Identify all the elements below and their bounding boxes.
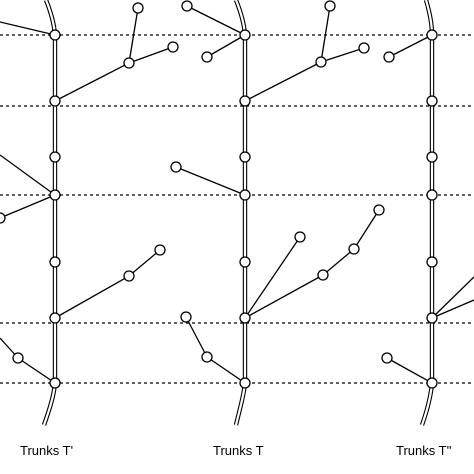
trunk-node — [49, 377, 61, 389]
trunk-node — [49, 29, 61, 41]
trunk-node — [426, 29, 438, 41]
branch-node — [348, 243, 360, 255]
branch-node — [373, 204, 385, 216]
branch-node — [170, 161, 182, 173]
branch-node — [123, 270, 135, 282]
trunk-t-double-prime — [419, 0, 435, 426]
trunk-node — [426, 256, 438, 268]
trunk-node — [426, 377, 438, 389]
branch-node — [317, 269, 329, 281]
trunk-node — [239, 29, 251, 41]
branch-node — [294, 231, 306, 243]
trunk-t — [233, 0, 248, 426]
trunk-label-t: Trunks T — [213, 443, 264, 458]
branch-node — [324, 0, 336, 12]
trunk-node — [239, 95, 251, 107]
branch-node — [381, 352, 393, 364]
branch-node — [383, 51, 395, 63]
trunk-node — [49, 256, 61, 268]
trunk-node — [49, 95, 61, 107]
branch-node — [167, 41, 179, 53]
branch-node — [201, 51, 213, 63]
trunk-node — [49, 312, 61, 324]
branch-node — [180, 311, 192, 323]
trunk-node — [239, 256, 251, 268]
trunk-node — [49, 151, 61, 163]
trunk-label-t-prime: Trunks T' — [20, 443, 73, 458]
branch-node — [12, 352, 24, 364]
trunk-node — [426, 189, 438, 201]
trunk-node — [239, 377, 251, 389]
branch-node — [358, 42, 370, 54]
trunk-t-prime — [41, 0, 58, 426]
branch-node — [0, 212, 6, 224]
branch-node — [201, 351, 213, 363]
trunk-node — [239, 151, 251, 163]
branch-node — [123, 57, 135, 69]
trunk-node — [239, 312, 251, 324]
branch-edges — [0, 5, 474, 384]
branch-node — [154, 244, 166, 256]
level-lines — [0, 34, 474, 384]
trunk-node — [49, 189, 61, 201]
trunk-label-t-double-prime: Trunks T'' — [396, 443, 452, 458]
branch-node — [181, 0, 193, 12]
nodes — [0, 0, 438, 389]
trunk-node — [426, 95, 438, 107]
trunk-node — [426, 151, 438, 163]
branch-node — [132, 2, 144, 14]
trunk-node — [426, 312, 438, 324]
branch-node — [315, 56, 327, 68]
trunk-node — [239, 189, 251, 201]
